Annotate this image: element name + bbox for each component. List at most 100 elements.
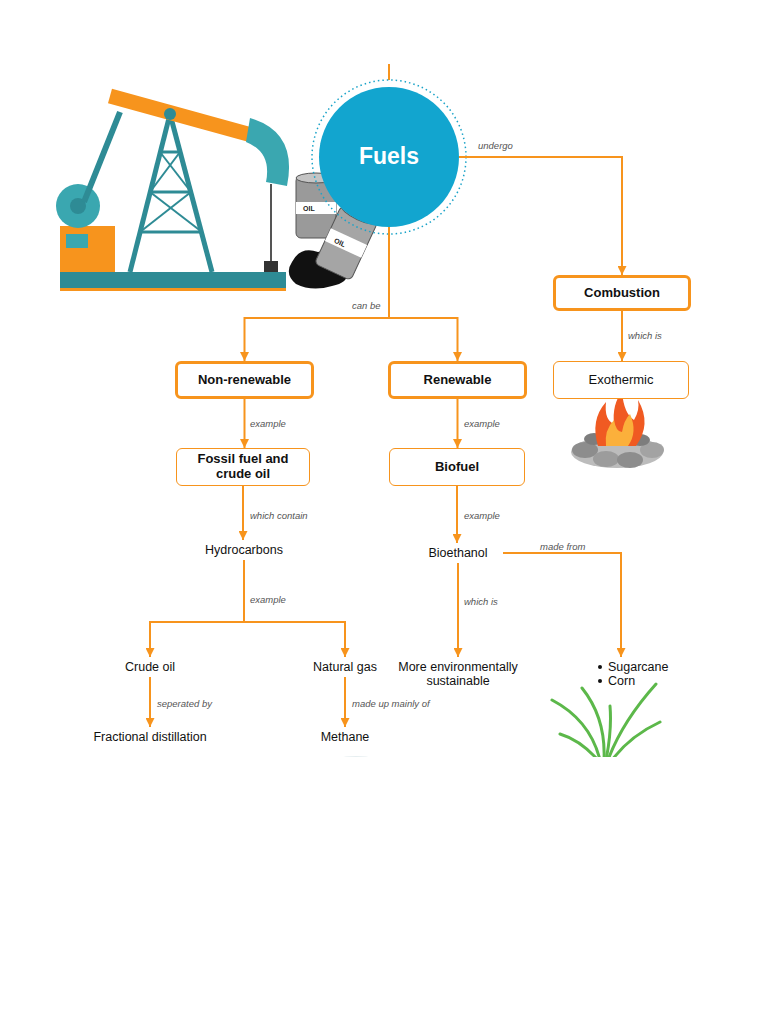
pumpjack-illustration (60, 288, 286, 291)
concept-text: Crude oil (105, 657, 195, 677)
illustration-layer (56, 64, 664, 757)
circle-fill (319, 87, 459, 227)
ground-shadow (330, 756, 382, 757)
text-row: Fuels (359, 144, 419, 170)
node-text: Crude oil (125, 660, 175, 674)
edge-label: can be (352, 300, 381, 311)
node-text: Bioethanol (428, 546, 487, 560)
node-text: Exothermic (588, 373, 653, 388)
edge-label: example (250, 594, 286, 605)
concept-text: Methane (300, 727, 390, 747)
bullet-item: Corn (598, 674, 635, 688)
campfire-illustration (571, 392, 664, 468)
node-text: Non-renewable (198, 373, 291, 388)
edge-label: which contain (250, 510, 308, 521)
grass-illustration (606, 706, 611, 757)
arrow-connector (150, 560, 244, 657)
text-row: Methane (321, 730, 370, 744)
arrow-connector (503, 553, 621, 657)
grass-illustration (552, 684, 660, 757)
edge-label: seperated by (157, 698, 212, 709)
edge-label: made from (540, 541, 585, 552)
node-text: Biofuel (435, 460, 479, 475)
arrow-connector (149, 677, 151, 727)
arrow-connector (456, 486, 458, 543)
arrow-connector (244, 399, 246, 448)
arrow-connector (389, 227, 458, 361)
pumpjack-illustration (246, 118, 289, 186)
text-row: Biofuel (435, 460, 479, 475)
pumpjack-illustration (56, 184, 100, 228)
fuel-circle: Fuels (311, 79, 467, 235)
arrow-connector (457, 399, 459, 448)
text-row: Exothermic (588, 373, 653, 388)
concept-box: Renewable (388, 361, 527, 399)
campfire-illustration (595, 392, 644, 446)
concept-text: Bioethanol (413, 543, 503, 563)
arrow-connector (459, 157, 622, 275)
text-row: Renewable (424, 373, 492, 388)
pumpjack-illustration (66, 234, 88, 248)
bullet-dot (598, 665, 602, 669)
concept-box: Exothermic (553, 361, 689, 399)
pumpjack-illustration (140, 231, 202, 234)
oil-barrels (325, 228, 367, 258)
barrel-label: OIL (303, 205, 315, 212)
concept-text: Natural gas (300, 657, 390, 677)
arrow-connector (245, 227, 390, 361)
text-row: Non-renewable (198, 373, 291, 388)
node-text: Sugarcane (608, 660, 668, 674)
pumpjack-illustration (60, 226, 115, 272)
edge-label: example (250, 418, 286, 429)
node-text: Fuels (359, 144, 419, 170)
text-row: Fractional distillation (93, 730, 206, 744)
concept-text: Hydrocarbons (189, 540, 299, 560)
bullet-item: Sugarcane (598, 660, 668, 674)
grass-illustration (560, 734, 598, 757)
edge-label: example (464, 510, 500, 521)
pumpjack-illustration (150, 192, 202, 232)
concept-box: Non-renewable (175, 361, 314, 399)
arrow-connector (621, 311, 623, 361)
grass-illustration (612, 722, 660, 757)
grass-illustration (552, 700, 600, 757)
edge-label: which is (464, 596, 498, 607)
concept-box: Biofuel (389, 448, 525, 486)
pumpjack-illustration (270, 184, 272, 262)
arrow-connector (244, 560, 345, 657)
campfire-illustration (606, 414, 634, 446)
pumpjack-illustration (84, 112, 120, 202)
bullet-dot (598, 679, 602, 683)
edge-label: undergo (478, 140, 513, 151)
concept-text: More environmentally sustainable (390, 657, 526, 691)
text-row: More environmentally sustainable (390, 660, 526, 688)
concept-box: Fossil fuel and crude oil (176, 448, 310, 486)
stub-line (388, 64, 390, 80)
node-text: Corn (608, 674, 635, 688)
arrow-connector (457, 563, 459, 657)
pumpjack-illustration (60, 272, 286, 288)
concept-box: Combustion (553, 275, 691, 311)
text-row: Hydrocarbons (205, 543, 283, 557)
node-text: Methane (321, 730, 370, 744)
pumpjack-illustration (140, 192, 191, 232)
grass-illustration (608, 684, 656, 757)
pumpjack-illustration (150, 191, 191, 194)
campfire-illustration (593, 451, 619, 467)
pumpjack-illustration (164, 108, 176, 120)
node-text: Fossil fuel and crude oil (195, 452, 291, 481)
node-text: Combustion (584, 286, 660, 301)
text-row: Fossil fuel and crude oil (195, 452, 291, 481)
edge-label: example (464, 418, 500, 429)
text-row: Bioethanol (428, 546, 487, 560)
node-text: More environmentally sustainable (390, 660, 526, 688)
pumpjack-illustration (264, 261, 278, 272)
campfire-illustration (617, 452, 643, 468)
node-text: Natural gas (313, 660, 377, 674)
dotted-ring (312, 80, 466, 234)
text-row: Crude oil (125, 660, 175, 674)
concept-text: Fractional distillation (75, 727, 225, 747)
text-row: Combustion (584, 286, 660, 301)
arrow-connector (344, 677, 346, 727)
